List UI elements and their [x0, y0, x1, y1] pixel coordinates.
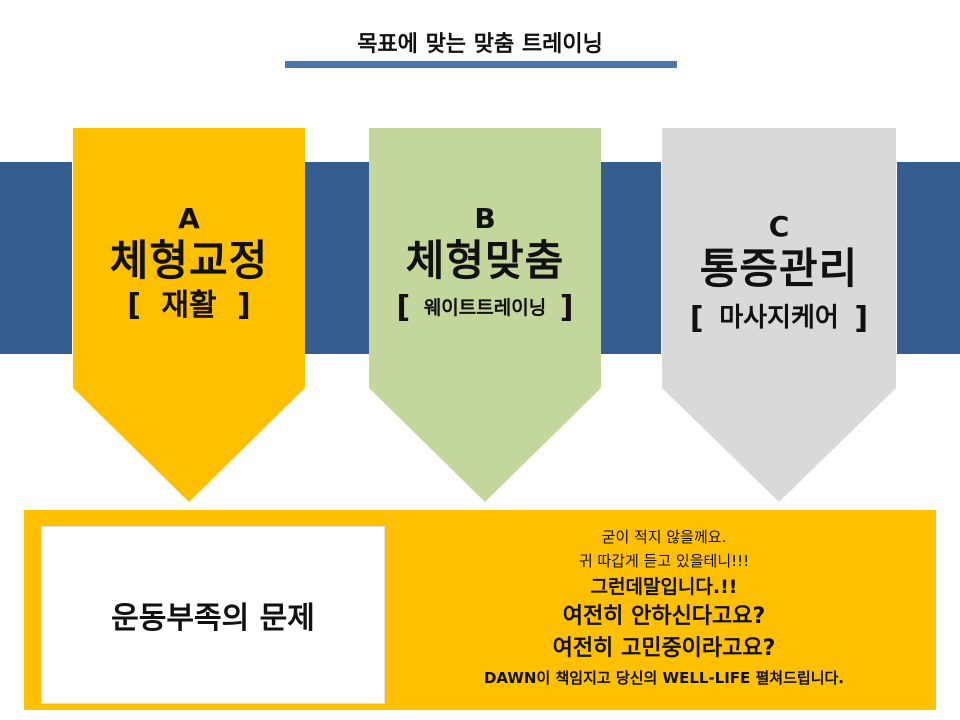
card-a-letter: A [178, 202, 200, 235]
card-a: A 체형교정 [ 재활 ] [73, 202, 305, 324]
band-segment [601, 162, 661, 354]
bracket-close: ] [237, 288, 251, 323]
page-title: 목표에 맞는 맞춤 트레이닝 [357, 32, 603, 57]
message-line: 여전히 안하신다고요? [562, 604, 766, 629]
title-underline [285, 61, 677, 68]
band-segment [0, 162, 72, 354]
card-c-name: 통증관리 [699, 244, 859, 293]
bracket-close: ] [854, 301, 869, 336]
card-c-sub: [ 마사지케어 ] [662, 300, 896, 341]
message-list: 굳이 적지 않을께요. 귀 따갑게 듣고 있을테니!!! 그런데말입니다.!! … [400, 525, 928, 691]
message-line: 귀 따갑게 듣고 있을테니!!! [578, 552, 750, 570]
chevron-c [662, 128, 896, 502]
card-b-sub-label: 웨이트트레이닝 [423, 297, 547, 319]
message-line: 그런데말입니다.!! [590, 576, 738, 598]
problem-box: 운동부족의 문제 [41, 526, 385, 704]
card-c-letter: C [768, 210, 790, 243]
card-b-sub: [ 웨이트트레이닝 ] [369, 290, 601, 330]
bracket-open: [ [396, 290, 411, 325]
card-b-letter: B [474, 202, 496, 235]
card-b: B 체형맞춤 [ 웨이트트레이닝 ] [369, 202, 601, 330]
card-a-name: 체형교정 [109, 236, 269, 285]
message-line: 여전히 고민중이라고요? [552, 636, 776, 661]
message-line: DAWN이 책임지고 당신의 WELL-LIFE 펼쳐드립니다. [483, 669, 845, 687]
message-line: 굳이 적지 않을께요. [601, 528, 727, 546]
card-b-name: 체형맞춤 [405, 236, 565, 285]
band-segment [305, 162, 369, 354]
card-a-sub-label: 재활 [161, 288, 217, 323]
bracket-open: [ [689, 301, 704, 336]
card-c: C 통증관리 [ 마사지케어 ] [662, 210, 896, 341]
problem-title: 운동부족의 문제 [111, 601, 315, 636]
card-a-sub: [ 재활 ] [73, 288, 305, 324]
bracket-open: [ [127, 288, 141, 323]
chevron-b [369, 128, 601, 502]
chevron-a [73, 128, 305, 502]
card-c-sub-label: 마사지케어 [719, 303, 839, 333]
bracket-close: ] [559, 290, 574, 325]
band-segment [897, 162, 960, 354]
